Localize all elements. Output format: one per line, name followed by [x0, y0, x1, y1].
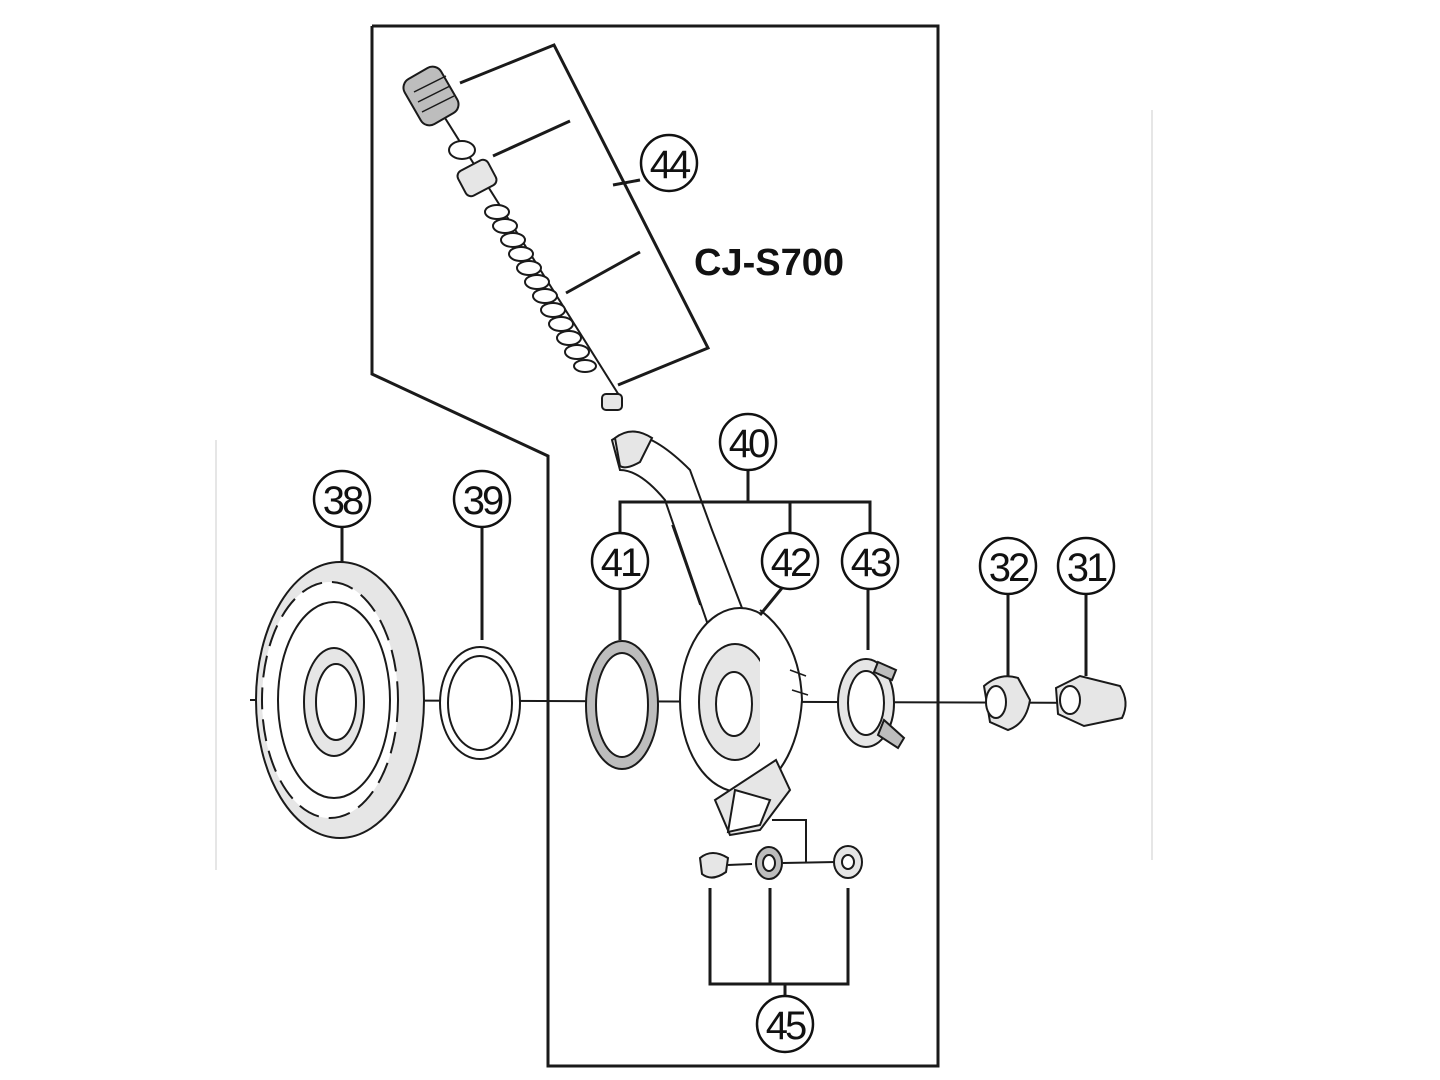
callout-44-tick-1 — [492, 119, 571, 158]
lock-ring — [837, 658, 906, 750]
seal-ring — [585, 640, 659, 770]
callout-44-leader — [612, 178, 641, 187]
adjuster-spring — [484, 204, 597, 373]
adjuster-collar — [448, 140, 476, 160]
svg-text:31: 31 — [1067, 546, 1107, 590]
spacer-ring — [439, 646, 521, 760]
callout-31: 31 — [1056, 536, 1116, 596]
sprocket — [255, 561, 425, 839]
cable-adjuster-assembly — [402, 43, 711, 411]
callout-43: 43 — [840, 531, 900, 591]
fixing-bolt-set — [698, 819, 863, 880]
adjuster-barrel — [402, 65, 460, 127]
callout-42: 42 — [760, 531, 820, 591]
adjuster-nut — [456, 158, 498, 198]
axle-cone — [982, 675, 1032, 732]
callout-44-tick-2 — [565, 250, 641, 295]
callout-38: 38 — [312, 469, 372, 529]
callout-40: 40 — [718, 412, 778, 472]
callout-39: 39 — [452, 469, 512, 529]
callout-45: 45 — [755, 994, 815, 1054]
fixing-leader — [772, 819, 807, 862]
kit-title: CJ-S700 — [694, 242, 844, 284]
callout-41: 41 — [590, 531, 650, 591]
svg-text:44: 44 — [650, 143, 691, 187]
svg-text:43: 43 — [851, 541, 891, 585]
fixing-bolt — [698, 852, 730, 879]
joint-main-unit — [679, 607, 809, 837]
svg-text:45: 45 — [766, 1004, 806, 1048]
callout-44-bracket — [459, 43, 711, 387]
callout-32: 32 — [978, 536, 1038, 596]
cassette-joint-arm — [610, 430, 744, 627]
svg-text:32: 32 — [989, 546, 1029, 590]
callout-45-bracket — [708, 888, 850, 986]
cj-s700-kit-outline — [370, 24, 940, 1068]
svg-text:41: 41 — [601, 541, 641, 585]
svg-text:38: 38 — [323, 479, 363, 523]
svg-text:39: 39 — [463, 479, 503, 523]
callout-42-leader — [758, 587, 784, 616]
svg-text:40: 40 — [729, 422, 769, 466]
adjuster-end-cap — [601, 393, 623, 411]
callout-40-bracket — [618, 500, 872, 532]
axle-nut — [1054, 674, 1127, 728]
callout-44: 44 — [639, 133, 699, 193]
svg-text:42: 42 — [771, 541, 811, 585]
